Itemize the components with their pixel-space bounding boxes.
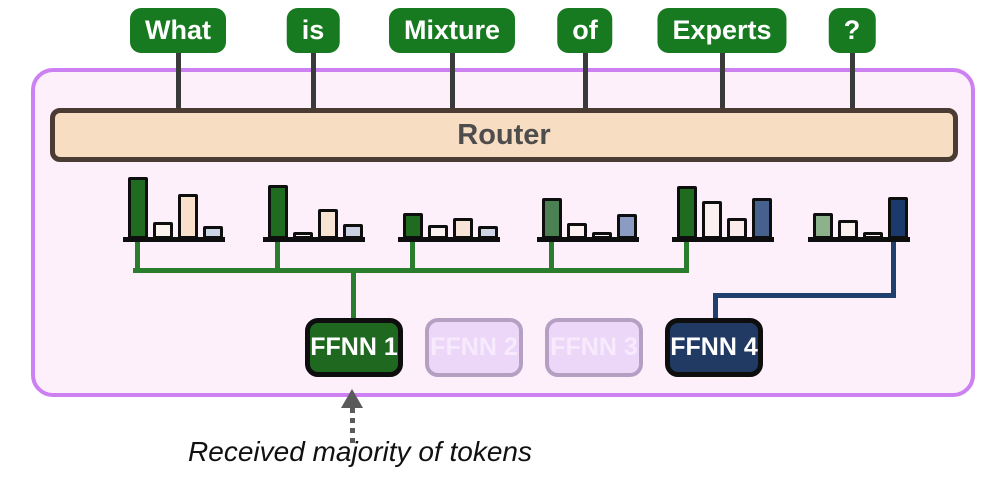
token-stem — [582, 52, 588, 112]
chart-baseline — [808, 237, 910, 242]
expert-label: FFNN 2 — [430, 333, 518, 361]
token-label: is — [301, 15, 325, 45]
expert-ffnn-4: FFNN 4 — [665, 318, 763, 377]
weight-bar — [318, 209, 338, 239]
route-connector-green-horizontal — [133, 268, 686, 273]
weight-bar — [178, 194, 198, 239]
weight-bar — [403, 213, 423, 239]
expert-ffnn-2: FFNN 2 — [425, 318, 523, 377]
expert-label: FFNN 4 — [670, 333, 758, 361]
token-chip: Mixture — [388, 8, 516, 53]
chart-route-stem — [275, 240, 280, 273]
router-bar: Router — [50, 108, 958, 162]
weight-bar — [268, 185, 288, 239]
token-chip: Experts — [657, 8, 787, 53]
token-chip: is — [286, 8, 340, 53]
expert-ffnn-3: FFNN 3 — [545, 318, 643, 377]
router-label: Router — [457, 119, 551, 151]
weight-bar — [617, 214, 637, 239]
annotation-arrow-stem — [350, 408, 355, 445]
route-connector-navy-drop — [713, 293, 718, 318]
expert-label: FFNN 1 — [310, 333, 398, 361]
token-chip: ? — [828, 8, 876, 53]
chart-baseline — [537, 237, 639, 242]
token-stem — [719, 52, 725, 112]
chart-route-stem — [135, 240, 140, 273]
expert-label: FFNN 3 — [550, 333, 638, 361]
token-label: What — [145, 15, 211, 45]
token-stem — [449, 52, 455, 112]
route-connector-green-drop — [351, 268, 356, 318]
expert-ffnn-1: FFNN 1 — [305, 318, 403, 377]
caption-text: Received majority of tokens — [188, 436, 532, 467]
weight-bar — [888, 197, 908, 239]
chart-baseline — [672, 237, 774, 242]
token-stem — [310, 52, 316, 112]
token-label: of — [572, 15, 598, 45]
chart-route-stem — [684, 240, 689, 273]
token-label: Experts — [672, 15, 772, 45]
chart-baseline — [263, 237, 365, 242]
weight-bar — [453, 218, 473, 239]
route-connector-navy-vertical — [891, 240, 896, 298]
up-arrow-icon — [341, 389, 363, 408]
weight-bar — [542, 198, 562, 239]
weight-bar — [677, 186, 697, 239]
route-connector-navy-horizontal — [713, 293, 896, 298]
chart-route-stem — [410, 240, 415, 273]
weight-bar — [727, 218, 747, 239]
chart-baseline — [123, 237, 225, 242]
weight-bar — [128, 177, 148, 239]
weight-bar — [702, 201, 722, 239]
token-chip: of — [557, 8, 613, 53]
token-stem — [849, 52, 855, 112]
chart-baseline — [398, 237, 500, 242]
token-chip: What — [130, 8, 226, 53]
chart-route-stem — [549, 240, 554, 273]
weight-bar — [813, 213, 833, 239]
token-label: Mixture — [403, 15, 501, 45]
weight-bar — [752, 198, 772, 239]
token-stem — [175, 52, 181, 112]
token-label: ? — [843, 15, 861, 45]
